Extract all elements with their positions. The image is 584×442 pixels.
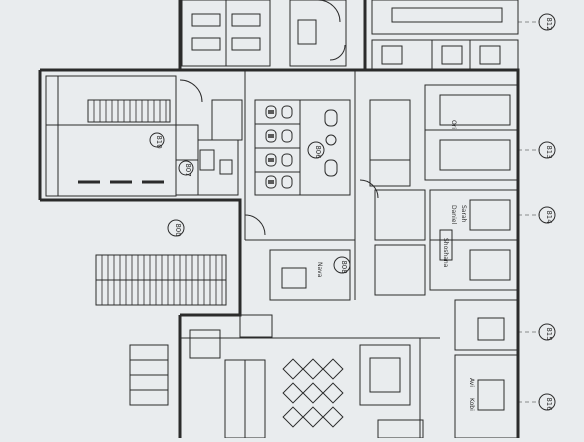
- column-grid-lines: [518, 21, 540, 403]
- name-nava: Nava: [316, 262, 323, 278]
- name-shoshana: Shoshana: [442, 238, 449, 268]
- top-office-rooms: [181, 0, 347, 67]
- room-label-810: 810: [155, 135, 163, 148]
- name-avi: Avi: [468, 378, 475, 387]
- room-label-814: 814: [545, 210, 553, 224]
- right-rooms: [369, 84, 519, 439]
- lower-center-rooms: [189, 249, 351, 359]
- central-corridor: [179, 44, 379, 300]
- grid-bubbles: [538, 13, 556, 411]
- room-label-815: 815: [545, 327, 553, 340]
- room-labels: 810 807 800 806 808 812 813 814 815 816: [155, 17, 553, 411]
- room-label-806: 806: [314, 145, 322, 159]
- lounge-pods: [282, 358, 344, 428]
- right-top-rooms: [371, 0, 519, 71]
- stair-core: [45, 75, 177, 197]
- lower-open-office: [180, 337, 440, 439]
- restroom-fills: [268, 110, 274, 184]
- name-sarah: Sarah: [460, 205, 467, 223]
- lower-stair: [95, 254, 227, 306]
- occupant-names: Daniel Sarah Shoshana Avi Kobi Nava Ori: [316, 120, 475, 411]
- name-kobi: Kobi: [468, 398, 475, 411]
- name-daniel: Daniel: [450, 205, 457, 224]
- room-label-813: 813: [545, 145, 553, 158]
- upper-stair: [87, 99, 171, 123]
- restroom-block: [254, 99, 351, 196]
- room-label-807: 807: [184, 163, 192, 176]
- room-label-812: 812: [545, 17, 553, 30]
- room-bubbles: [149, 132, 351, 274]
- name-ori: Ori: [450, 120, 457, 129]
- legend-box: [129, 344, 169, 406]
- room-label-800: 800: [174, 223, 182, 236]
- room-label-816: 816: [545, 397, 553, 411]
- service-rooms: [175, 99, 243, 196]
- room-label-808: 808: [340, 260, 348, 273]
